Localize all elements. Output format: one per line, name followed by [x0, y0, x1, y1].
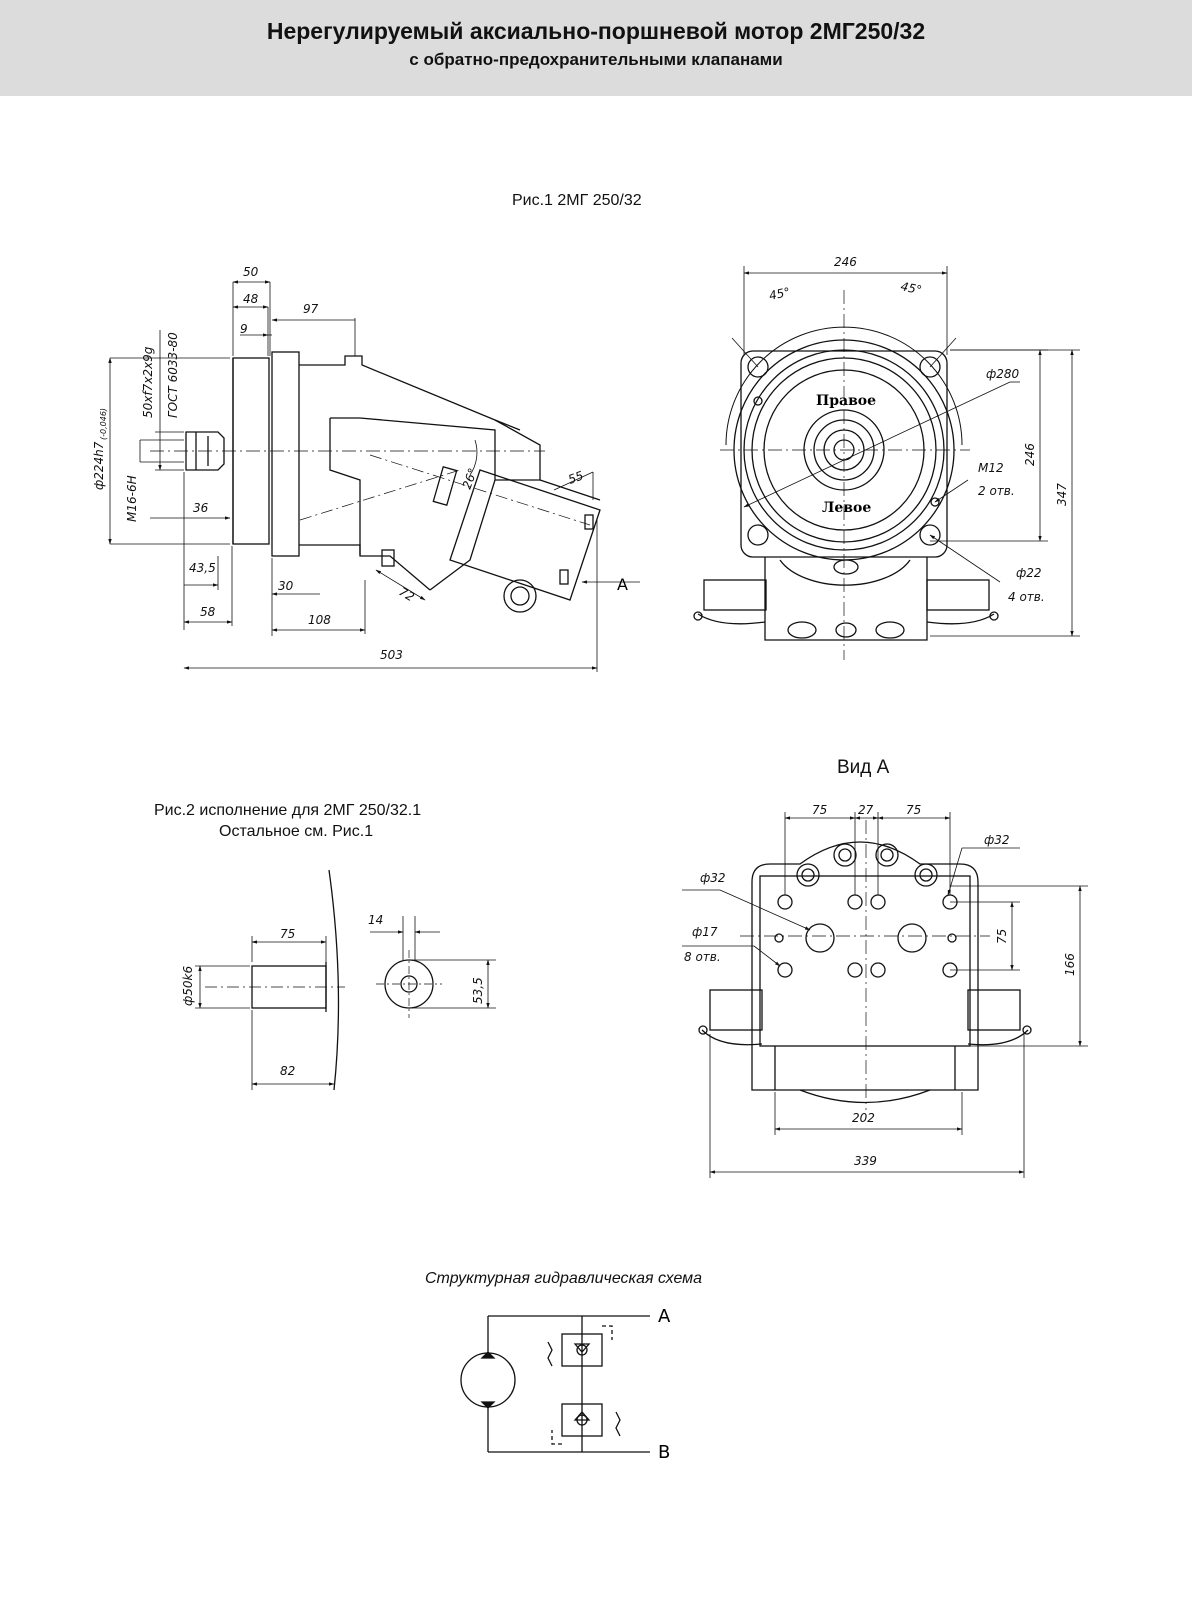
fig2-caption-line2: Остальное см. Рис.1 [219, 823, 374, 840]
dim-53-5: 53,5 [471, 977, 485, 1004]
page-title: Нерегулируемый аксиально-поршневой мотор… [266, 18, 926, 44]
dim-246-top: 246 [834, 255, 857, 269]
port-b-hydraulic: B [658, 1442, 670, 1463]
output-shaft [185, 431, 225, 471]
dim-50: 50 [243, 265, 259, 279]
body-plate [271, 351, 300, 557]
dim-27: 27 [858, 803, 874, 817]
header-band [0, 0, 1192, 96]
dim-45-right: 45° [899, 279, 923, 297]
dim-dia17-count: 8 отв. [684, 950, 721, 964]
port-a-label: А [617, 575, 628, 594]
hydraulic-schematic [460, 1315, 650, 1453]
dim-14: 14 [368, 913, 383, 927]
end-cover [751, 841, 979, 1091]
fig1-caption: Рис.1 2МГ 250/32 [512, 192, 642, 209]
valve-cartridge-right [926, 579, 990, 611]
view-a-caption: Вид А [837, 757, 890, 778]
dim-246-side: 246 [1023, 443, 1037, 466]
dim-503: 503 [380, 648, 403, 662]
motor-symbol [460, 1352, 516, 1408]
dim-48: 48 [243, 292, 259, 306]
dim-dia17: ф17 [692, 925, 718, 939]
view-a-drawing [682, 812, 1088, 1178]
dim-36: 36 [193, 501, 209, 515]
dim-dia32-right: ф32 [984, 833, 1010, 847]
dim-dia32-left: ф32 [700, 871, 726, 885]
dim-45-left: 45° [768, 285, 792, 303]
page-subtitle: с обратно-предохранительными клапанами [409, 50, 783, 69]
valve-block [449, 469, 601, 601]
cartridge-right [967, 989, 1021, 1031]
port-a-hydraulic: A [658, 1306, 671, 1327]
dim-dia22: ф22 [1016, 566, 1042, 580]
rotation-left-label: Левое [822, 500, 871, 516]
shaft-end-view [384, 959, 434, 1009]
dim-55: 55 [566, 468, 585, 486]
dim-dia50: ф50k6 [181, 966, 195, 1006]
dim-339: 339 [854, 1154, 877, 1168]
cartridge-left [709, 989, 763, 1031]
dim-75-left: 75 [812, 803, 827, 817]
dim-75-vertical: 75 [995, 929, 1009, 944]
dim-spline: 50xf7x2x9g [141, 346, 155, 418]
fig1-front-view [693, 266, 1080, 660]
dim-26deg: 26° [460, 466, 480, 491]
dim-9: 9 [240, 322, 248, 336]
dim-dia224: ф224h7 [92, 441, 106, 490]
fig2-shaft-variant [195, 869, 496, 1091]
dim-m12-count: 2 отв. [978, 484, 1015, 498]
dim-166: 166 [1063, 953, 1077, 976]
rotation-right-label: Правое [816, 393, 876, 409]
dim-58: 58 [200, 605, 216, 619]
dim-97: 97 [303, 302, 319, 316]
valve-cartridge-left [703, 579, 767, 611]
dim-75-right: 75 [906, 803, 921, 817]
dim-108: 108 [308, 613, 331, 627]
dim-gost: ГОСТ 6033-80 [166, 332, 180, 418]
dim-dia22-count: 4 отв. [1008, 590, 1045, 604]
bolt-holes [747, 356, 941, 546]
flange-edge [328, 869, 340, 1091]
dim-dia280: ф280 [986, 367, 1020, 381]
dim-dia224-tol: (-0,046) [99, 408, 108, 440]
dim-347: 347 [1055, 483, 1069, 506]
valve-plate [759, 875, 971, 1047]
fig2-caption-line1: Рис.2 исполнение для 2МГ 250/32.1 [154, 802, 422, 819]
hydraulic-caption: Структурная гидравлическая схема [425, 1270, 703, 1287]
dim-43-5: 43,5 [189, 561, 216, 575]
check-relief-valve-b [561, 1403, 603, 1437]
dim-82: 82 [280, 1064, 295, 1078]
port-a-circle [503, 579, 537, 613]
dim-m12: M12 [978, 461, 1004, 475]
check-relief-valve-a [561, 1333, 603, 1367]
dim-72: 72 [397, 584, 417, 604]
dim-30: 30 [278, 579, 294, 593]
dim-75: 75 [280, 927, 295, 941]
fig1-side-view [108, 280, 640, 672]
dim-m16: M16-6H [125, 475, 139, 522]
dim-202: 202 [852, 1111, 875, 1125]
